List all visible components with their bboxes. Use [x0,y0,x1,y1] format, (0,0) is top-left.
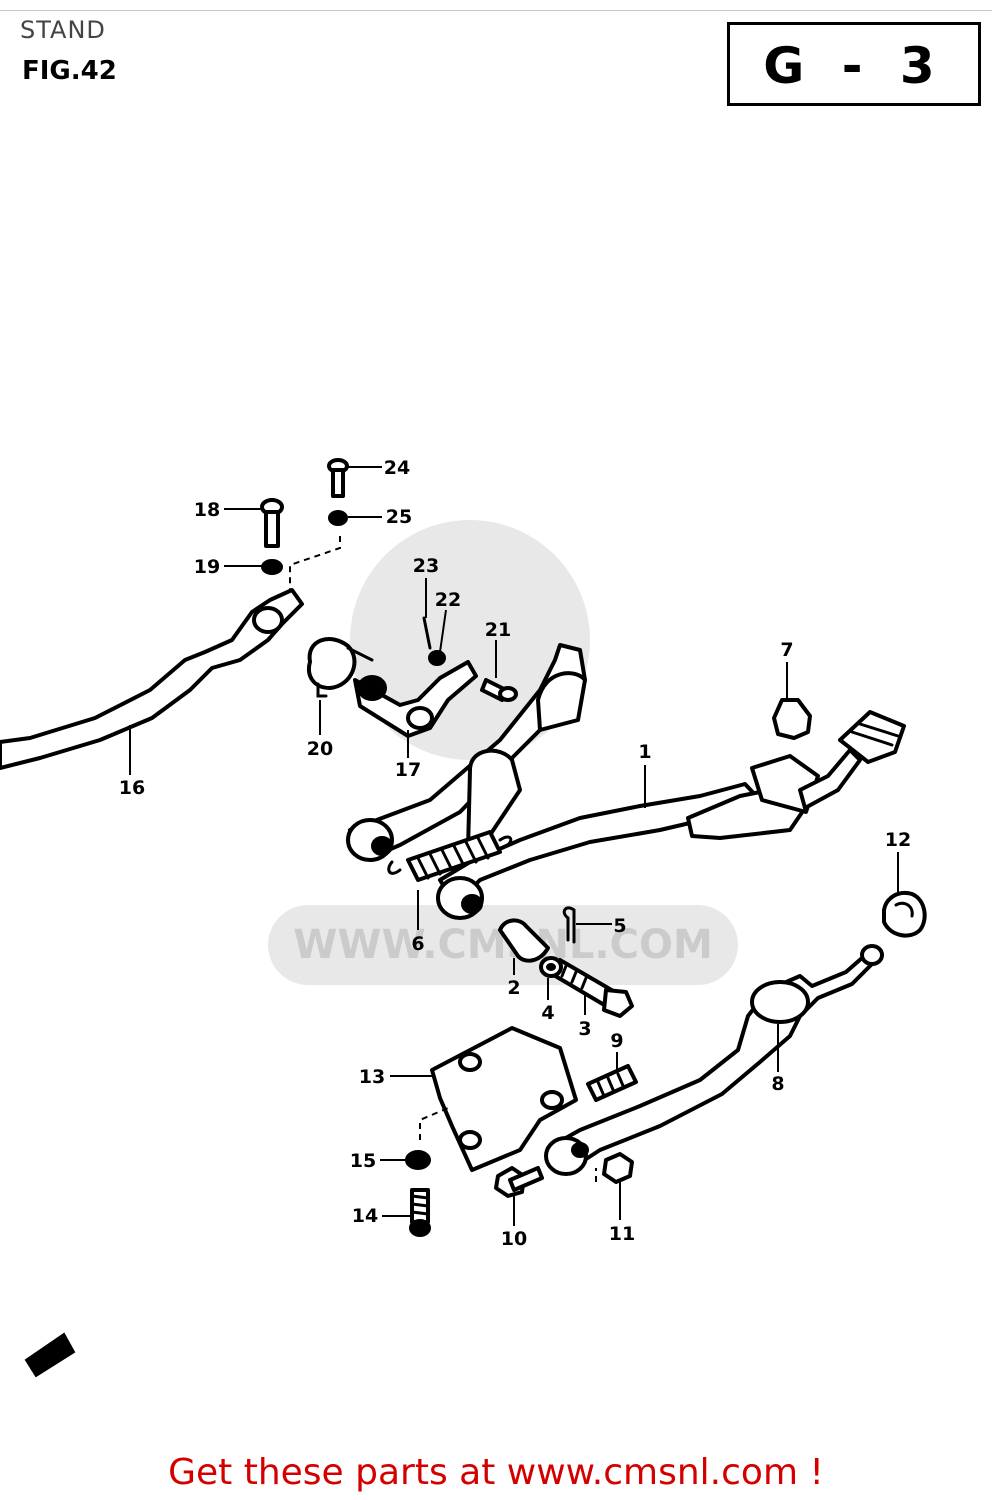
part-3-bolt [550,958,634,1018]
label-part-5: 5 [613,915,626,937]
part-24-bolt [327,458,349,498]
part-17-pivot-bracket [353,660,478,738]
part-6-coil-spring [387,830,513,882]
part-22-nut [428,650,446,666]
label-part-14: 14 [352,1205,378,1227]
leader-lines [129,466,899,1226]
figure-label: FIG.42 [22,56,117,86]
label-part-15: 15 [350,1150,376,1172]
label-part-25: 25 [386,506,412,528]
label-part-8: 8 [771,1073,784,1095]
label-part-20: 20 [307,738,333,760]
part-12-rubber-cap [882,891,927,938]
label-part-10: 10 [501,1228,527,1250]
label-part-21: 21 [485,619,511,641]
part-5-cotter-pin [562,906,576,944]
part-25-nut [328,510,348,526]
label-part-11: 11 [609,1223,635,1245]
label-part-7: 7 [780,639,793,661]
part-labels: 1 2 3 4 5 6 7 8 9 10 11 12 13 14 15 16 1… [119,457,911,1250]
label-part-23: 23 [413,555,439,577]
label-part-2: 2 [507,977,520,999]
part-11-nut [602,1152,634,1184]
label-part-4: 4 [541,1002,554,1024]
part-9-return-spring [586,1064,638,1102]
part-13-bracket [430,1026,578,1172]
label-part-22: 22 [435,589,461,611]
part-15-nut [405,1150,431,1170]
part-7-rubber-cap [772,698,812,740]
watermark-banner [268,905,738,985]
part-18-bolt [260,498,284,548]
label-part-19: 19 [194,556,220,578]
part-1-center-stand [346,643,906,920]
section-code: G - 3 [763,37,945,95]
top-divider [0,10,992,11]
label-part-12: 12 [885,829,911,851]
part-20-torsion-spring [307,637,374,698]
label-part-1: 1 [638,741,651,763]
part-10-bolt [494,1166,544,1198]
label-part-9: 9 [610,1030,623,1052]
part-8-lever [544,944,884,1176]
label-part-24: 24 [384,457,410,479]
part-23-pin [422,616,432,650]
label-part-16: 16 [119,777,145,799]
label-part-13: 13 [359,1066,385,1088]
label-part-17: 17 [395,759,421,781]
label-part-18: 18 [194,499,220,521]
part-14-bolt [409,1188,431,1237]
footer-cta[interactable]: Get these parts at www.cmsnl.com ! [168,1452,824,1493]
section-title: STAND [20,16,106,44]
section-code-box: G - 3 [727,22,981,106]
part-4-washer [539,956,563,978]
part-16-side-stand-bar [0,588,304,770]
part-19-nut [261,559,283,575]
label-part-3: 3 [578,1018,591,1040]
part-2-collar [498,918,550,963]
corner-emblem [24,1332,76,1378]
label-part-6: 6 [411,933,424,955]
part-21-bolt [480,678,518,702]
